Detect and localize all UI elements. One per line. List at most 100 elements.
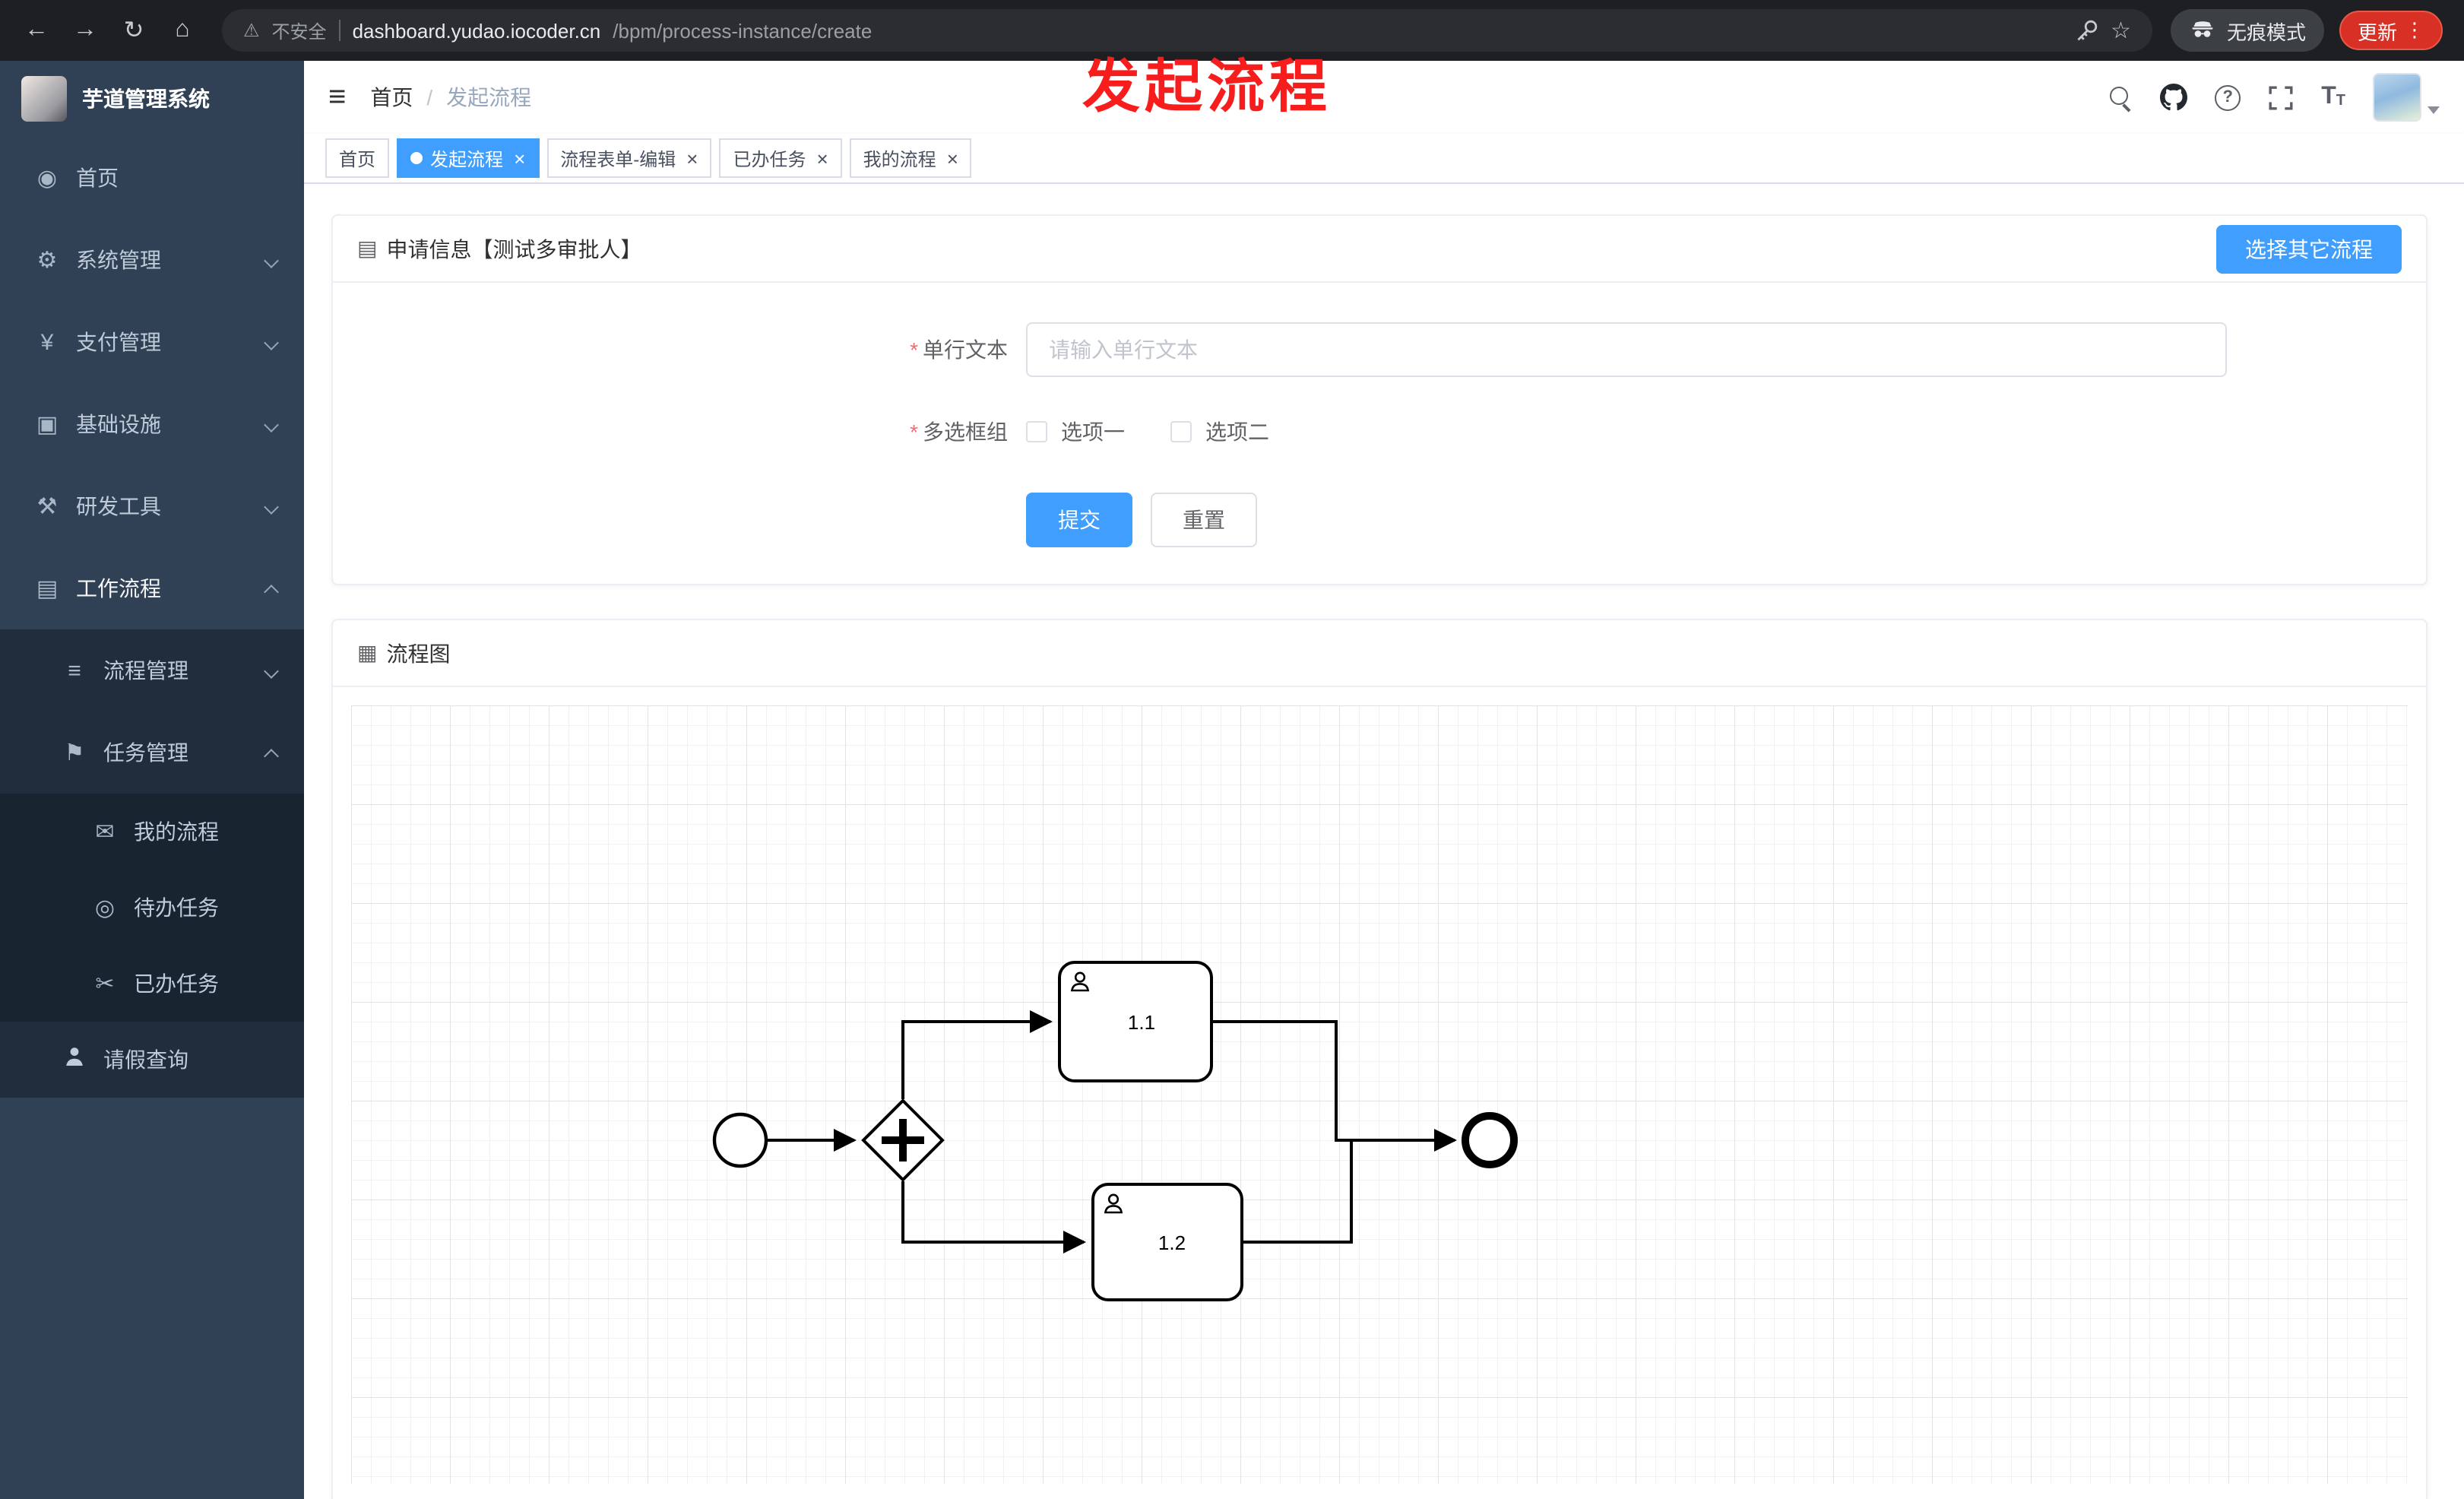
sidebar-item-label: 首页 — [76, 166, 119, 190]
single-line-text-input[interactable] — [1026, 322, 2227, 377]
help-icon[interactable]: ? — [2215, 84, 2241, 110]
sidebar-item-task-management[interactable]: ⚑ 任务管理 — [0, 711, 304, 794]
tab-label: 已办任务 — [733, 148, 806, 170]
bpmn-user-task-1-2[interactable] — [1091, 1183, 1243, 1301]
flow-icon: ▦ — [357, 640, 378, 664]
sidebar-item-system[interactable]: ⚙ 系统管理 — [0, 219, 304, 301]
browser-back-button[interactable]: ← — [24, 17, 49, 43]
sidebar-item-devtools[interactable]: ⚒ 研发工具 — [0, 465, 304, 547]
browser-update-button[interactable]: 更新 ⋮ — [2339, 11, 2443, 50]
browser-home-button[interactable]: ⌂ — [175, 17, 190, 43]
incognito-icon — [2189, 14, 2216, 46]
fullscreen-icon[interactable] — [2268, 84, 2294, 110]
apply-info-card: ▤ 申请信息【测试多审批人】 选择其它流程 *单行文本 *多选框组 — [331, 214, 2428, 585]
checkbox-icon[interactable] — [1170, 421, 1192, 442]
sidebar-item-workflow[interactable]: ▤ 工作流程 — [0, 547, 304, 629]
bpmn-start-event[interactable] — [712, 1112, 768, 1168]
submit-button[interactable]: 提交 — [1026, 493, 1132, 547]
bpmn-end-event[interactable] — [1462, 1112, 1518, 1168]
tab-label: 首页 — [339, 148, 376, 170]
avatar-caret-icon — [2428, 106, 2440, 114]
sidebar: 芋道管理系统 ◉ 首页 ⚙ 系统管理 ¥ 支付管理 ▣ — [0, 61, 304, 1499]
flow-task1-to-end — [1211, 1020, 1457, 1152]
reset-button[interactable]: 重置 — [1151, 493, 1257, 547]
sidebar-item-infrastructure[interactable]: ▣ 基础设施 — [0, 383, 304, 465]
flow-task2-to-end — [1242, 1140, 1353, 1244]
address-bar[interactable]: ⚠ 不安全 dashboard.yudao.iocoder.cn /bpm/pr… — [222, 9, 2152, 52]
bpmn-diagram-canvas[interactable]: 1.1 1.2 — [351, 705, 2408, 1484]
tab-close-icon[interactable]: × — [816, 147, 828, 170]
tab-label: 流程表单-编辑 — [560, 148, 676, 170]
chevron-down-icon — [264, 499, 279, 514]
tab-process-form-edit[interactable]: 流程表单-编辑 × — [546, 138, 712, 178]
bookmark-star-icon[interactable]: ☆ — [2111, 18, 2131, 44]
workflow-submenu: ≡ 流程管理 ⚑ 任务管理 ✉ 我的流程 — [0, 629, 304, 1098]
password-key-icon[interactable] — [2074, 18, 2098, 43]
breadcrumb: 首页 / 发起流程 — [370, 82, 531, 113]
diagram-grid — [351, 705, 2408, 1484]
sidebar-item-process-management[interactable]: ≡ 流程管理 — [0, 629, 304, 711]
browser-reload-button[interactable]: ↻ — [123, 18, 144, 44]
sidebar-item-todo-task[interactable]: ◎ 待办任务 — [0, 870, 304, 946]
github-icon[interactable] — [2160, 84, 2188, 111]
checkbox-option-1[interactable]: 选项一 — [1026, 417, 1125, 447]
apply-form: *单行文本 *多选框组 选项一 — [333, 283, 2426, 584]
checkbox-label: 选项二 — [1205, 420, 1269, 444]
checkbox-option-2[interactable]: 选项二 — [1170, 417, 1269, 447]
eye-icon: ◎ — [94, 895, 116, 921]
user-task-icon — [1070, 971, 1090, 992]
app-title: 芋道管理系统 — [82, 87, 210, 111]
monitor-icon: ▣ — [36, 412, 59, 438]
omnibox-divider — [338, 20, 340, 41]
font-size-icon[interactable]: T T — [2321, 84, 2345, 109]
chevron-down-icon — [264, 417, 279, 432]
incognito-badge: 无痕模式 — [2170, 9, 2324, 52]
card-title: 流程图 — [386, 641, 451, 665]
checkbox-group: 选项一 选项二 — [1026, 417, 1269, 447]
chevron-down-icon — [264, 334, 279, 350]
user-avatar[interactable] — [2373, 73, 2440, 122]
sidebar-item-leave-query[interactable]: 请假查询 — [0, 1022, 304, 1098]
tab-done-task[interactable]: 已办任务 × — [719, 138, 842, 178]
list-icon: ≡ — [68, 658, 81, 683]
sidebar-item-my-process[interactable]: ✉ 我的流程 — [0, 794, 304, 870]
text-field-label: *单行文本 — [838, 334, 1008, 365]
checkbox-icon[interactable] — [1026, 421, 1047, 442]
sidebar-item-home[interactable]: ◉ 首页 — [0, 137, 304, 219]
browser-forward-button[interactable]: → — [73, 17, 97, 43]
search-icon[interactable] — [2108, 85, 2133, 109]
tab-create-process[interactable]: 发起流程 × — [397, 138, 540, 178]
required-mark: * — [910, 420, 918, 444]
tags-bar: 首页 发起流程 × 流程表单-编辑 × 已办任务 × 我的流程 × — [304, 134, 2464, 184]
sidebar-item-label: 系统管理 — [76, 248, 161, 272]
scissors-icon: ✂ — [95, 971, 115, 997]
briefcase-icon: ▤ — [36, 576, 59, 602]
browser-menu-dots-icon[interactable]: ⋮ — [2405, 18, 2424, 41]
sidebar-item-payment[interactable]: ¥ 支付管理 — [0, 301, 304, 383]
gateway-plus-icon — [882, 1119, 924, 1161]
font-size-small-glyph: T — [2336, 93, 2345, 109]
tab-close-icon[interactable]: × — [514, 147, 526, 170]
sidebar-item-label: 工作流程 — [76, 576, 161, 601]
sidebar-item-label: 研发工具 — [76, 494, 161, 518]
sidebar-toggle-icon[interactable]: ≡ — [328, 81, 347, 114]
breadcrumb-current: 发起流程 — [446, 85, 532, 109]
tools-icon: ⚒ — [36, 494, 58, 520]
tab-my-process[interactable]: 我的流程 × — [849, 138, 972, 178]
bpmn-user-task-1-1[interactable] — [1058, 961, 1213, 1082]
task-label: 1.1 — [1128, 1011, 1155, 1034]
font-size-large-glyph: T — [2321, 84, 2336, 109]
checkbox-field-row: *多选框组 选项一 选项二 — [333, 417, 2426, 447]
tab-home[interactable]: 首页 — [325, 138, 390, 178]
task-label: 1.2 — [1158, 1231, 1186, 1254]
person-icon — [58, 1046, 91, 1073]
chevron-down-icon — [264, 663, 279, 678]
breadcrumb-home[interactable]: 首页 — [370, 85, 413, 109]
tab-close-icon[interactable]: × — [946, 147, 958, 170]
select-other-process-button[interactable]: 选择其它流程 — [2216, 224, 2402, 273]
sidebar-item-done-task[interactable]: ✂ 已办任务 — [0, 946, 304, 1022]
app-logo[interactable]: 芋道管理系统 — [0, 61, 304, 137]
update-label: 更新 — [2357, 21, 2397, 43]
chevron-down-icon — [264, 252, 279, 268]
tab-close-icon[interactable]: × — [686, 147, 698, 170]
